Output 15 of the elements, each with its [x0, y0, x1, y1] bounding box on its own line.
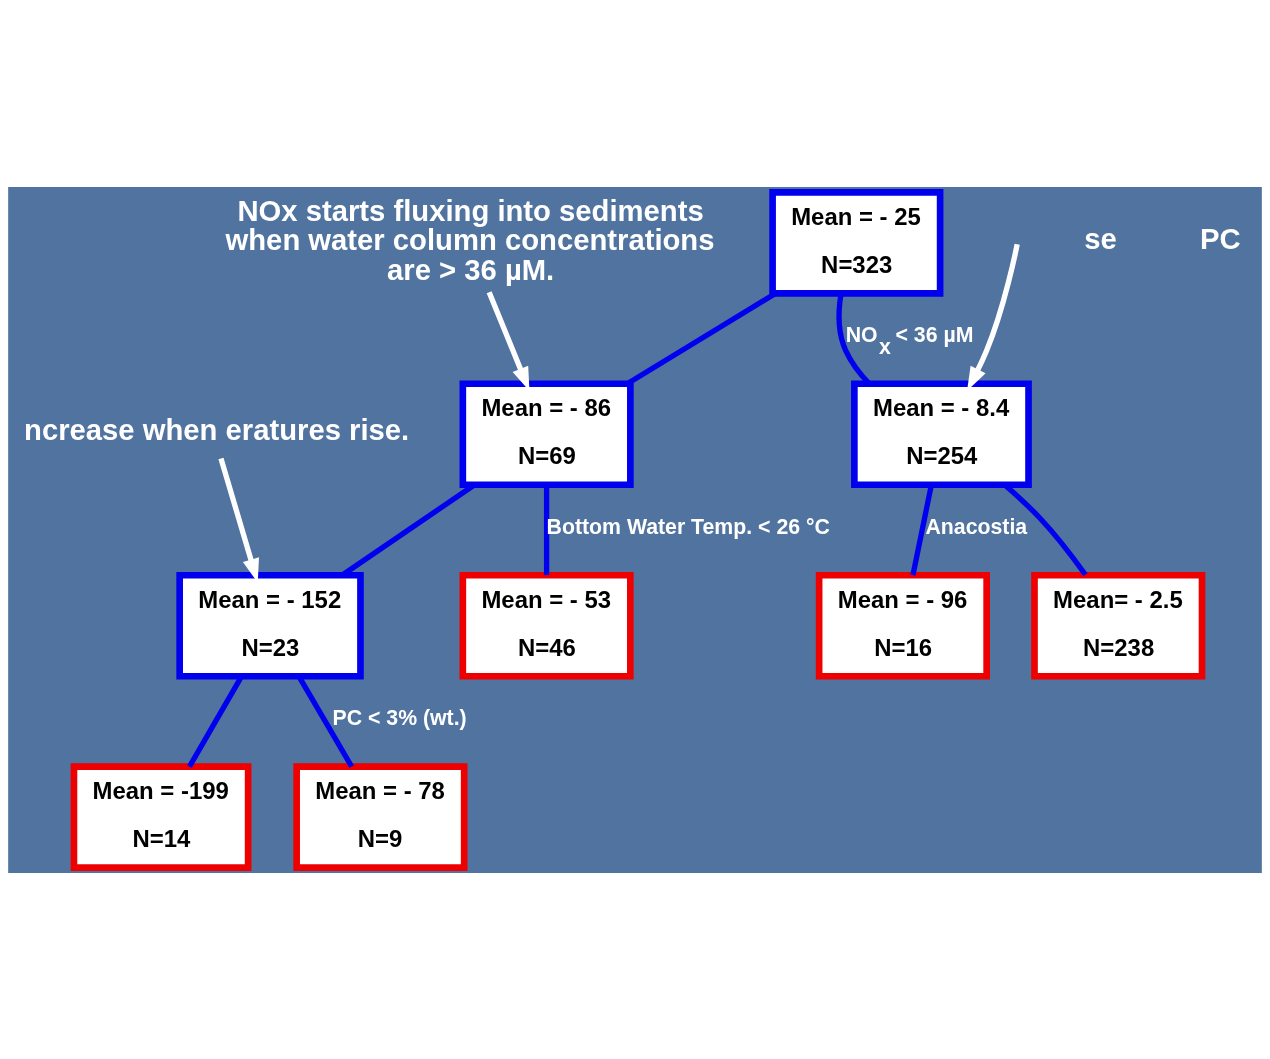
label: se [1084, 222, 1117, 255]
edge-label: Anacostia [925, 514, 1028, 539]
node-box: Mean = - 152 N=23 [176, 571, 364, 680]
node-text: ncrease when eratures rise. [24, 413, 410, 446]
node-box: Mean = - 86 N=69 [459, 379, 634, 488]
edge-label: PC < 3% (wt.) [332, 705, 467, 730]
node-box: Mean = - 53 N=46 [459, 571, 634, 680]
node-box: Mean= - 2.5 N=238 [1031, 571, 1206, 680]
node-box: Mean = - 78 N=9 [293, 762, 468, 871]
node-text: NOx starts fluxing into sediments when water column concentrations are > 36 µM. [225, 194, 715, 286]
node-box: Mean = - 8.4 N=254 [851, 379, 1032, 488]
label: PC [1200, 222, 1241, 255]
node-box: Mean = -199 N=14 [70, 762, 252, 871]
node-box: Mean = - 25 N=323 [769, 188, 944, 297]
node-box: Mean = - 96 N=16 [815, 571, 990, 680]
